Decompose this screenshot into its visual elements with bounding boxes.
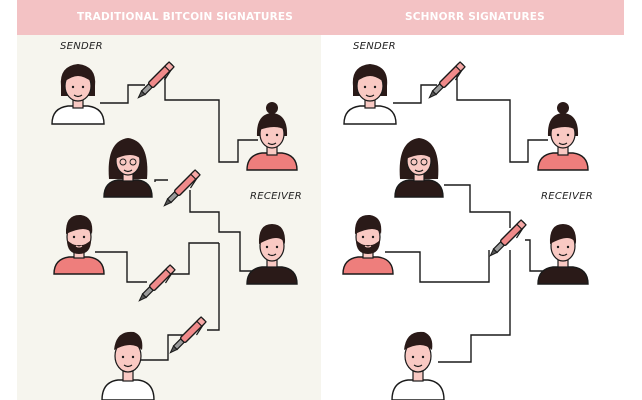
right-connections [385,72,548,363]
person-icon [103,138,153,198]
person-icon [246,102,298,171]
right-sender-label: SENDER [353,41,396,52]
person-icon [537,102,589,171]
right-receiver-label: RECEIVER [541,191,594,202]
pen-icon [161,169,203,211]
person-icon [343,64,397,125]
person-icon [391,331,445,400]
person-icon [342,214,394,275]
pen-icon [167,316,209,358]
pen-icon [426,61,468,103]
person-icon [537,224,589,285]
person-icon [246,224,298,285]
pen-icon [487,219,529,261]
person-icon [51,64,105,125]
left-title: TRADITIONAL BITCOIN SIGNATURES [77,11,293,23]
right-title: SCHNORR SIGNATURES [405,11,545,23]
person-icon [394,138,444,198]
person-icon [101,331,155,400]
left-receiver-label: RECEIVER [250,191,303,202]
pen-icon [135,61,177,103]
pen-icon [136,264,178,306]
person-icon [53,214,105,275]
left-connections [95,72,258,361]
header-bar: TRADITIONAL BITCOIN SIGNATURES SCHNORR S… [17,0,624,35]
left-sender-label: SENDER [60,41,103,52]
